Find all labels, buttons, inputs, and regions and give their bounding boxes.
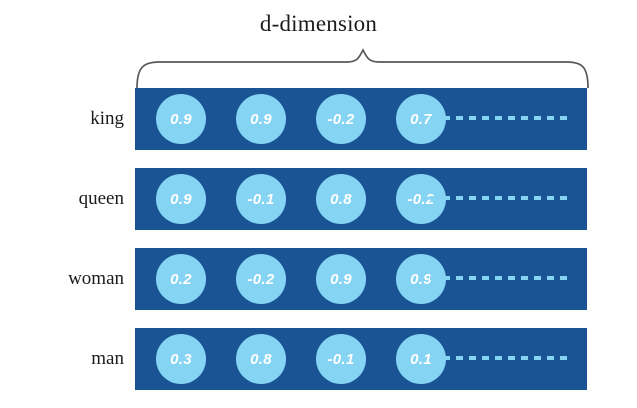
row-label-queen: queen [78,188,124,209]
vector-bar-queen: 0.9 -0.1 0.8 -0.2 [135,168,587,230]
dash-segment [430,116,437,120]
dash-segment [456,356,463,360]
vector-cell-value: 0.9 [330,270,352,288]
dash-segment [495,196,502,200]
vector-cell: 0.9 [236,94,286,144]
dash-segment [534,116,541,120]
ellipsis-dashes-icon [430,276,575,280]
dash-segment [495,116,502,120]
vector-cell: -0.2 [236,254,286,304]
vector-cell: 0.9 [316,254,366,304]
vector-cell-value: -0.2 [327,110,355,128]
dash-segment [521,196,528,200]
vector-cell-value: -0.2 [247,270,275,288]
dash-segment [560,276,567,280]
vector-cell: -0.1 [316,334,366,384]
vector-bar-man: 0.3 0.8 -0.1 0.1 [135,328,587,390]
dash-segment [482,276,489,280]
vector-cell: 0.3 [156,334,206,384]
dash-segment [521,116,528,120]
dash-segment [560,196,567,200]
vector-cell: 0.7 [396,94,446,144]
dash-segment [443,196,450,200]
dash-segment [508,276,515,280]
dash-segment [443,276,450,280]
dash-segment [534,356,541,360]
dash-segment [482,116,489,120]
vector-cell-value: 0.8 [330,190,352,208]
vector-cell-value: 0.1 [410,350,432,368]
vector-cell-value: 0.9 [170,110,192,128]
dash-segment [534,276,541,280]
dash-segment [508,196,515,200]
ellipsis-dashes-icon [430,356,575,360]
vector-bar-king: 0.9 0.9 -0.2 0.7 [135,88,587,150]
curly-brace-icon [136,48,589,88]
dash-segment [430,356,437,360]
dash-segment [508,356,515,360]
dash-segment [547,116,554,120]
vector-cell: 0.8 [236,334,286,384]
vector-cell: 0.9 [156,94,206,144]
page-title: d-dimension [259,11,378,36]
dash-segment [456,276,463,280]
vector-cell-value: 0.8 [250,350,272,368]
vector-cell-value: 0.7 [410,110,432,128]
row-label-king: king [90,108,124,129]
ellipsis-dashes-icon [430,196,575,200]
dash-segment [534,196,541,200]
vector-cell-value: 0.9 [410,270,432,288]
dash-segment [521,356,528,360]
dash-segment [443,116,450,120]
dash-segment [430,196,437,200]
dash-segment [560,116,567,120]
vector-cell-value: 0.3 [170,350,192,368]
dash-segment [430,276,437,280]
vector-cell: -0.2 [396,174,446,224]
vector-cell-value: -0.1 [327,350,355,368]
dash-segment [443,356,450,360]
dash-segment [482,196,489,200]
dash-segment [482,356,489,360]
dash-segment [547,276,554,280]
dash-segment [508,116,515,120]
dash-segment [547,196,554,200]
dash-segment [495,276,502,280]
dash-segment [469,276,476,280]
vector-cell-value: 0.9 [250,110,272,128]
dash-segment [456,116,463,120]
dash-segment [469,196,476,200]
row-label-man: man [91,348,124,369]
vector-cell: 0.2 [156,254,206,304]
ellipsis-dashes-icon [430,116,575,120]
row-label-woman: woman [68,268,124,289]
dash-segment [469,356,476,360]
vector-cell: 0.9 [156,174,206,224]
dash-segment [469,116,476,120]
dash-segment [521,276,528,280]
vector-cell: 0.8 [316,174,366,224]
vector-cell-value: 0.9 [170,190,192,208]
vector-cell: -0.2 [316,94,366,144]
vector-bar-woman: 0.2 -0.2 0.9 0.9 [135,248,587,310]
dash-segment [456,196,463,200]
vector-cell-value: -0.2 [407,190,435,208]
vector-cell: 0.9 [396,254,446,304]
vector-cell: -0.1 [236,174,286,224]
dash-segment [495,356,502,360]
dash-segment [547,356,554,360]
dash-segment [560,356,567,360]
vector-cell-value: 0.2 [170,270,192,288]
vector-cell-value: -0.1 [247,190,275,208]
vector-cell: 0.1 [396,334,446,384]
